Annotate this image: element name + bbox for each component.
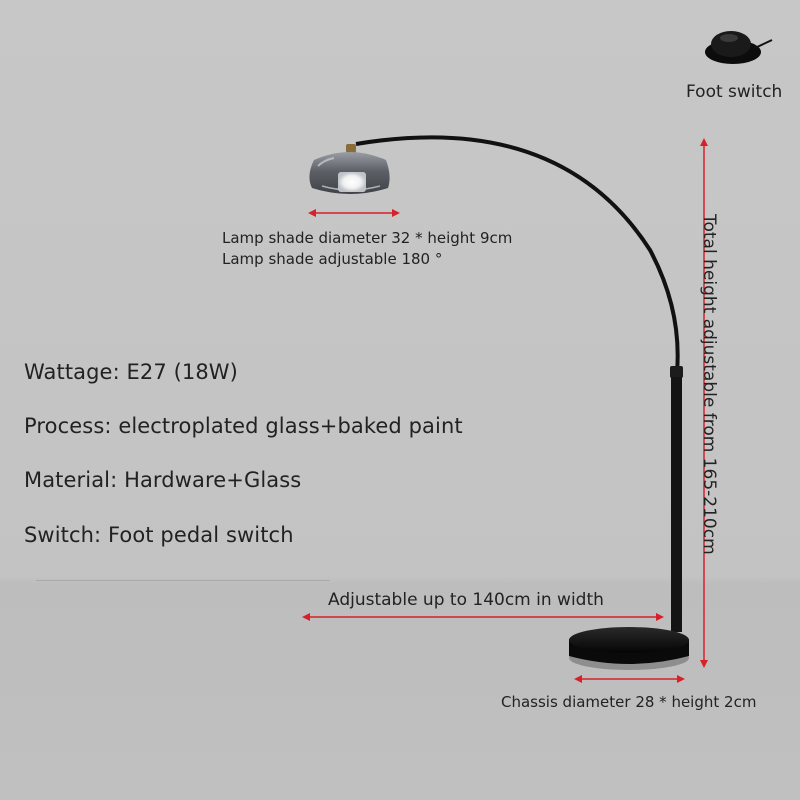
shade-adjust-label: Lamp shade adjustable 180 °: [222, 250, 443, 268]
width-arrow: [302, 613, 664, 621]
lamp-base-icon: [569, 627, 689, 670]
spec-process: Process: electroplated glass+baked paint: [24, 414, 463, 438]
shade-size-label: Lamp shade diameter 32 * height 9cm: [222, 229, 513, 247]
spec-wattage: Wattage: E27 (18W): [24, 360, 238, 384]
lamp-shade-icon: [309, 144, 390, 194]
foot-switch-icon: [705, 31, 773, 64]
width-label: Adjustable up to 140cm in width: [328, 590, 604, 610]
height-label: Total height adjustable from 165-210cm: [699, 214, 719, 555]
dimension-arrows: [302, 138, 708, 683]
divider: [36, 580, 330, 581]
shade-diameter-arrow: [308, 209, 400, 217]
total-height-arrow: [700, 138, 708, 668]
foot-switch-label: Foot switch: [686, 82, 783, 102]
chassis-diameter-arrow: [574, 675, 685, 683]
spec-material: Material: Hardware+Glass: [24, 468, 302, 492]
spec-switch: Switch: Foot pedal switch: [24, 523, 294, 547]
lamp-pole-icon: [355, 135, 683, 632]
chassis-label: Chassis diameter 28 * height 2cm: [501, 693, 757, 711]
